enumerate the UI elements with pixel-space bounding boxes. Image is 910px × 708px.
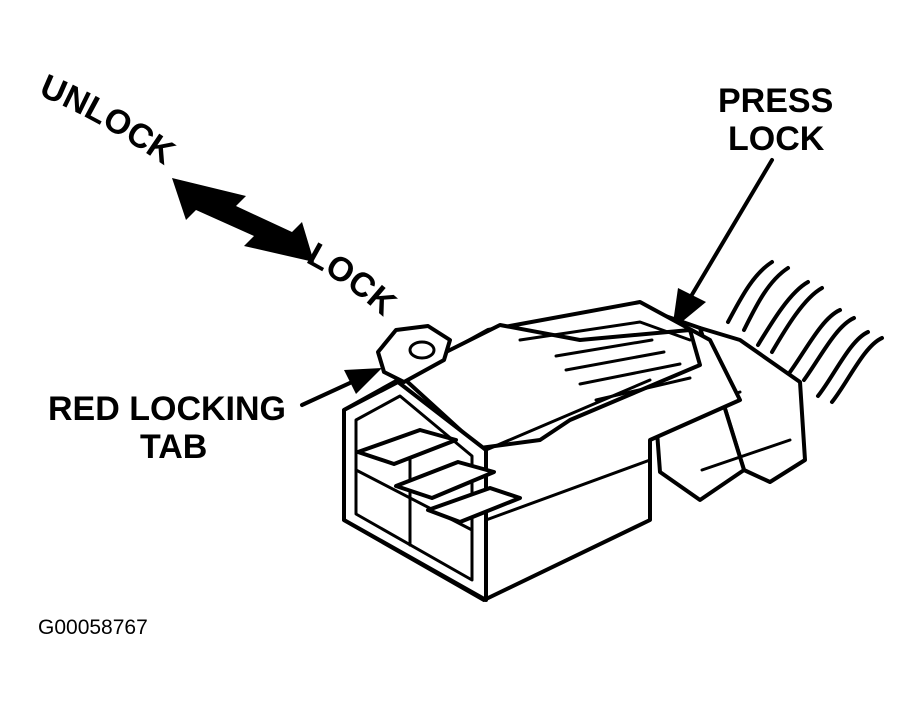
press-lock-arrow-shaft	[688, 158, 774, 300]
tab-hole-icon	[408, 340, 436, 360]
terminal-blade-1	[356, 428, 458, 466]
press-lock-label: LOCK	[728, 120, 825, 158]
red-locking-tab-label: RED LOCKING	[48, 390, 286, 428]
red-locking-tab	[376, 324, 452, 384]
red-tab-arrow-shaft	[300, 380, 354, 407]
lock-direction-label: LOCK	[301, 236, 403, 324]
wires	[726, 260, 884, 404]
connector-body	[342, 260, 884, 602]
terminal-blade-2	[394, 460, 496, 500]
figure-id: G00058767	[38, 616, 148, 639]
press-label: PRESS	[718, 82, 833, 120]
unlock-label: UNLOCK	[35, 67, 182, 172]
terminal-blade-3	[426, 486, 522, 524]
double-arrow-icon	[172, 178, 314, 262]
tab-label: TAB	[140, 428, 207, 466]
red-tab-arrow-head-icon	[344, 368, 382, 394]
